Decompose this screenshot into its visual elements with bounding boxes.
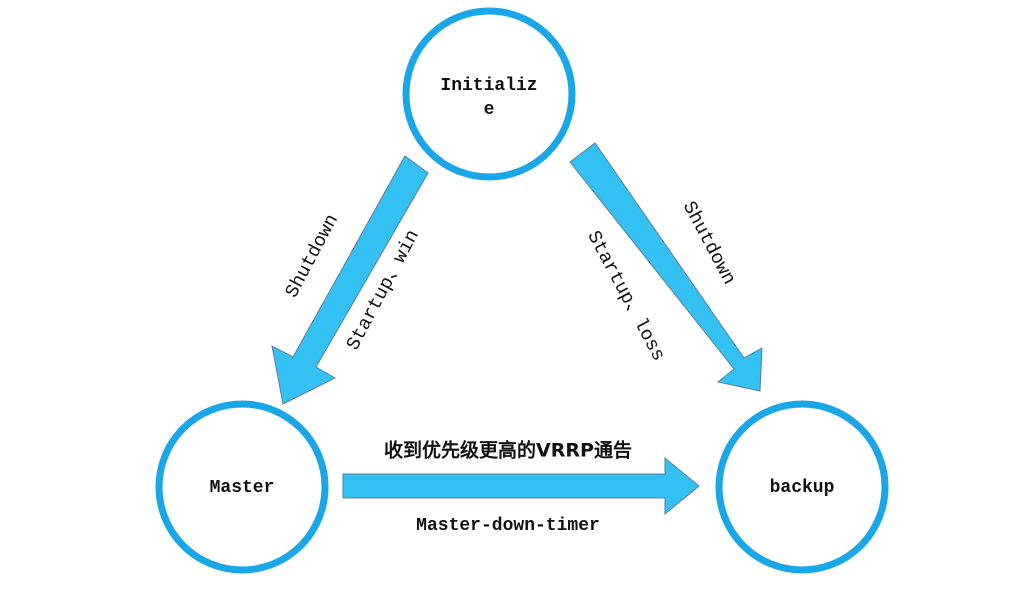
node-backup: backup xyxy=(715,400,889,574)
node-initialize: Initializ e xyxy=(402,7,576,181)
node-master-circle xyxy=(155,400,329,574)
edge-init-backup-shutdown-label: Shutdown xyxy=(678,198,740,289)
node-initialize-circle xyxy=(402,7,576,181)
node-backup-circle xyxy=(715,400,889,574)
node-master-label: Master xyxy=(210,478,275,498)
edge-master-backup-timer-label: Master-down-timer xyxy=(416,516,600,536)
arrow-initialize-to-master xyxy=(271,155,429,405)
arrow-initialize-to-backup xyxy=(569,142,763,392)
node-backup-label: backup xyxy=(770,478,835,498)
arrow-master-to-backup xyxy=(342,456,700,516)
node-initialize-label-line2: e xyxy=(484,100,495,120)
node-initialize-label-line1: Initializ xyxy=(440,76,537,96)
node-master: Master xyxy=(155,400,329,574)
edge-master-backup-advert-label: 收到优先级更高的VRRP通告 xyxy=(384,439,632,462)
